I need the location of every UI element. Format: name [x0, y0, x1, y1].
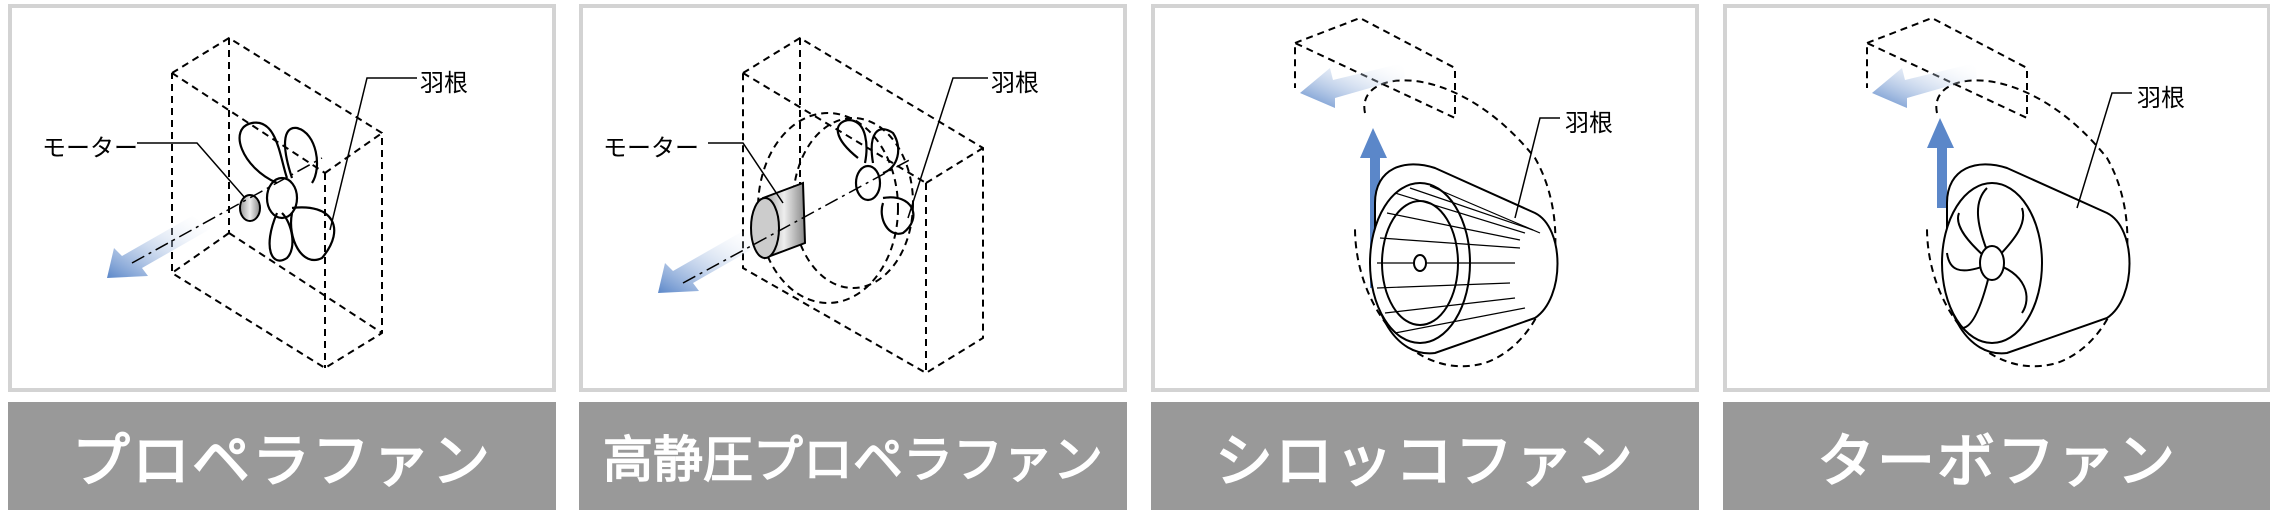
turbo-fan-illustration	[1866, 16, 2132, 368]
sirocco-fan-diagram: 羽根	[1151, 4, 1699, 392]
blade-callout: 羽根	[991, 69, 1039, 97]
panel-propeller-fan: モーター 羽根 プロペラファン	[8, 0, 556, 516]
high-static-propeller-fan-illustration	[658, 36, 988, 375]
propeller-fan-illustration	[107, 36, 417, 370]
fan-type-label: ターボファン	[1723, 402, 2270, 510]
motor-callout: モーター	[603, 134, 699, 162]
blade-callout: 羽根	[420, 69, 468, 97]
blade-callout: 羽根	[2137, 84, 2185, 112]
panel-high-static-propeller-fan: モーター 羽根 高静圧プロペラファン	[579, 0, 1127, 516]
high-static-propeller-fan-diagram: モーター 羽根	[579, 4, 1127, 392]
fan-type-label: シロッコファン	[1151, 402, 1699, 510]
sirocco-fan-illustration	[1294, 16, 1560, 368]
motor-callout: モーター	[42, 134, 138, 162]
panel-sirocco-fan: 羽根 シロッコファン	[1151, 0, 1699, 516]
propeller-fan-diagram: モーター 羽根	[8, 4, 556, 392]
turbo-fan-diagram: 羽根	[1723, 4, 2270, 392]
fan-type-label: プロペラファン	[8, 402, 556, 510]
blade-callout: 羽根	[1565, 109, 1613, 137]
panel-turbo-fan: 羽根 ターボファン	[1723, 0, 2270, 516]
fan-type-label: 高静圧プロペラファン	[579, 402, 1127, 510]
